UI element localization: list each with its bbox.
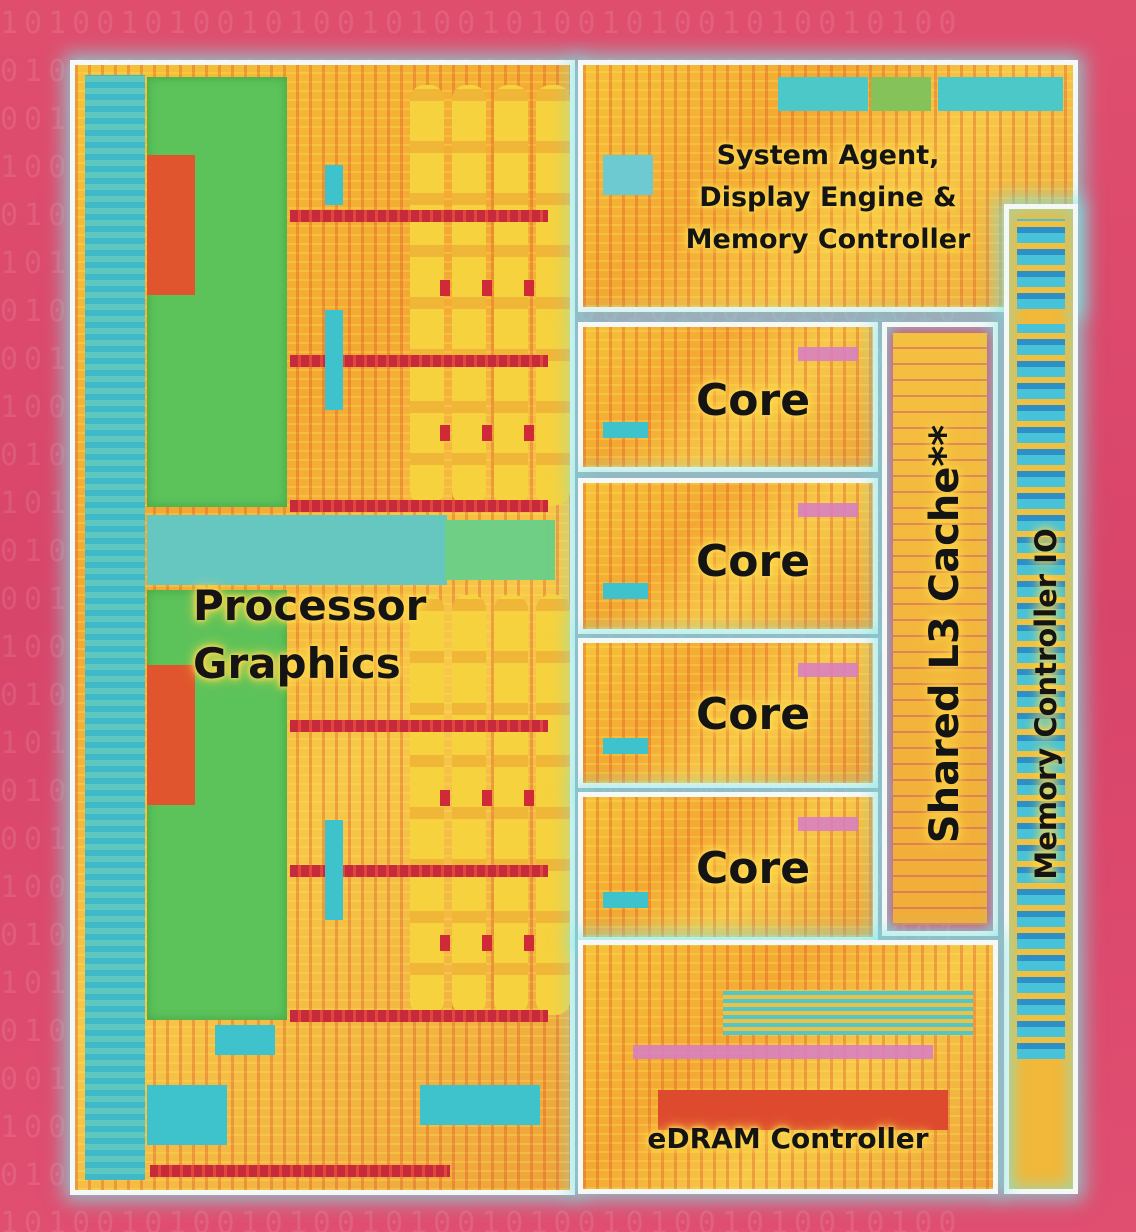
graphics-execution-column xyxy=(452,595,486,1015)
graphics-execution-column xyxy=(536,595,570,1015)
system-agent-teal-region xyxy=(603,155,653,195)
core-teal-region xyxy=(603,738,648,754)
memory-controller-io-label: Memory Controller IO xyxy=(1029,528,1063,880)
core-pink-region xyxy=(798,663,858,677)
graphics-teal-region xyxy=(147,515,447,585)
graphics-teal-marker xyxy=(325,310,343,410)
graphics-dot xyxy=(440,425,450,441)
graphics-red-region xyxy=(147,665,195,805)
core-label: Core xyxy=(695,689,811,740)
graphics-dot xyxy=(482,790,492,806)
graphics-dot xyxy=(524,425,534,441)
edram-red-region xyxy=(658,1090,948,1130)
system-agent-green-region xyxy=(871,77,931,111)
graphics-execution-column xyxy=(410,85,444,505)
core-label: Core xyxy=(695,536,811,587)
core-teal-region xyxy=(603,422,648,438)
graphics-left-strip xyxy=(85,75,145,1180)
graphics-rail xyxy=(290,500,548,512)
core-block-1: Core xyxy=(578,322,878,472)
core-pink-region xyxy=(798,503,858,517)
memory-controller-io-texture xyxy=(1017,219,1065,309)
core-label: Core xyxy=(695,843,811,894)
graphics-execution-column xyxy=(536,85,570,505)
graphics-execution-column xyxy=(494,595,528,1015)
processor-graphics-label: Processor Graphics xyxy=(193,581,427,688)
graphics-execution-column xyxy=(410,595,444,1015)
core-block-2: Core xyxy=(578,478,878,634)
graphics-rail xyxy=(290,865,548,877)
core-teal-region xyxy=(603,892,648,908)
graphics-dot xyxy=(524,935,534,951)
graphics-dot xyxy=(482,280,492,296)
graphics-teal-marker xyxy=(325,165,343,205)
edram-teal-region xyxy=(723,990,973,1035)
graphics-teal-marker xyxy=(147,1085,227,1145)
edram-pink-region xyxy=(633,1045,933,1059)
graphics-rail xyxy=(290,355,548,367)
graphics-execution-column xyxy=(494,85,528,505)
graphics-dot xyxy=(440,280,450,296)
graphics-red-region xyxy=(147,155,195,295)
graphics-dot xyxy=(524,280,534,296)
graphics-rail xyxy=(290,720,548,732)
edram-controller-block: eDRAM Controller xyxy=(578,940,998,1194)
graphics-rail xyxy=(150,1165,450,1177)
die-texture xyxy=(583,945,993,1189)
graphics-dot xyxy=(440,790,450,806)
graphics-execution-column xyxy=(452,85,486,505)
system-agent-block: System Agent, Display Engine & Memory Co… xyxy=(578,60,1078,312)
l3-cache-texture xyxy=(893,333,987,925)
core-pink-region xyxy=(798,347,858,361)
shared-l3-cache-block: Shared L3 Cache** xyxy=(882,322,998,936)
graphics-dot xyxy=(524,790,534,806)
core-label: Core xyxy=(695,375,811,426)
graphics-rail xyxy=(290,1010,548,1022)
shared-l3-cache-label: Shared L3 Cache** xyxy=(922,424,968,844)
core-pink-region xyxy=(798,817,858,831)
system-agent-label: System Agent, Display Engine & Memory Co… xyxy=(685,140,971,255)
graphics-teal-marker xyxy=(420,1085,540,1125)
memory-controller-io-texture xyxy=(1017,324,1065,1059)
graphics-dot xyxy=(482,425,492,441)
core-teal-region xyxy=(603,583,648,599)
graphics-dot xyxy=(440,935,450,951)
core-block-3: Core xyxy=(578,638,878,788)
system-agent-teal-region xyxy=(778,77,868,111)
graphics-teal-marker xyxy=(215,1025,275,1055)
system-agent-teal-region xyxy=(938,77,1063,111)
processor-graphics-block: Processor Graphics xyxy=(70,60,575,1195)
graphics-teal-marker xyxy=(325,820,343,920)
core-block-4: Core xyxy=(578,792,878,942)
graphics-teal-region xyxy=(445,520,555,580)
memory-controller-io-block: Memory Controller IO xyxy=(1004,204,1078,1194)
graphics-dot xyxy=(482,935,492,951)
graphics-green-region xyxy=(147,590,287,1020)
graphics-rail xyxy=(290,210,548,222)
edram-controller-label: eDRAM Controller xyxy=(647,1122,929,1155)
